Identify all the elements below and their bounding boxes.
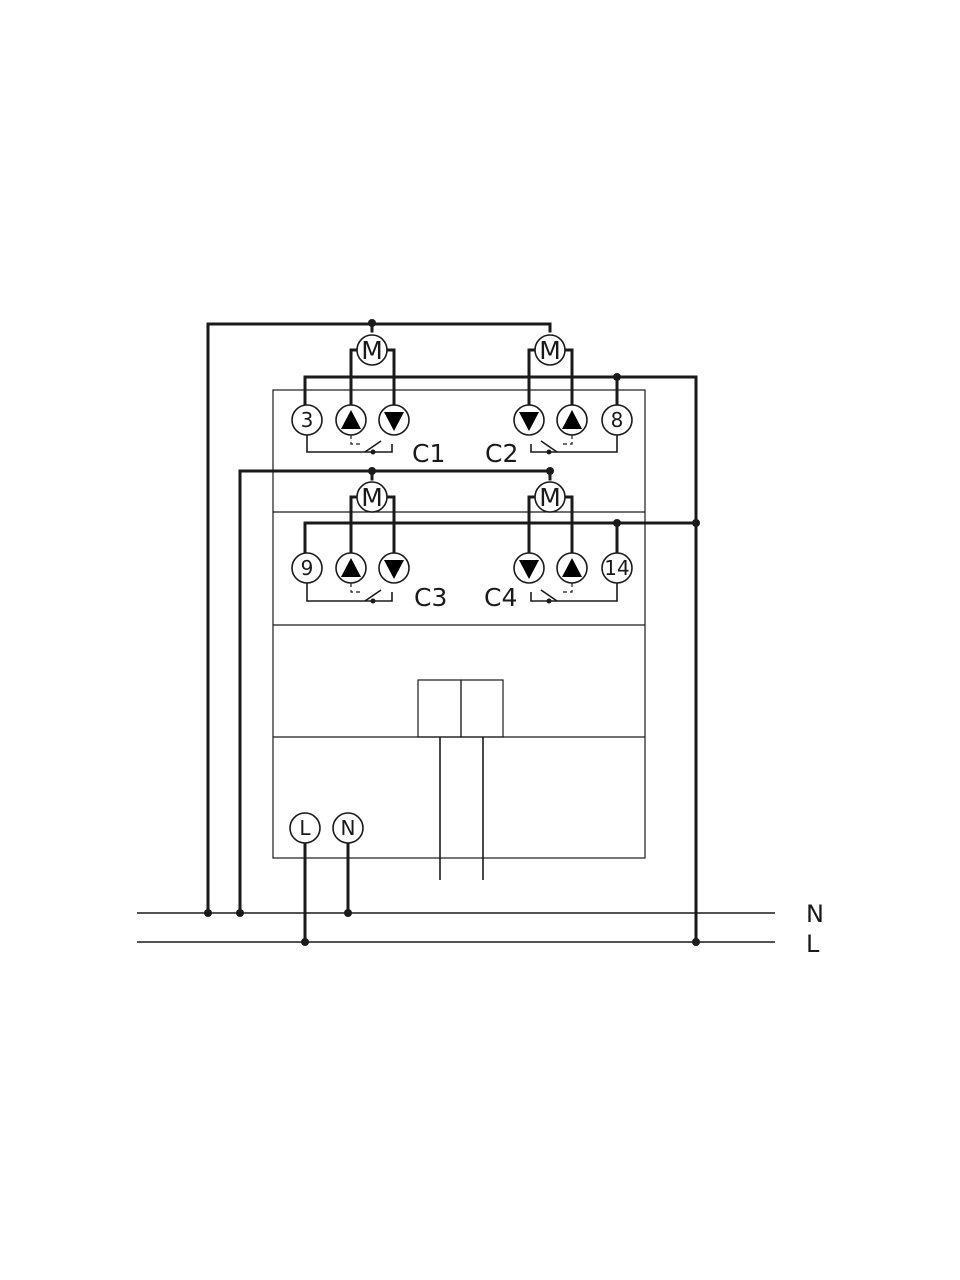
motor-c4-icon bbox=[534, 481, 566, 513]
supply-neutral-label: N bbox=[806, 900, 824, 928]
channel-c4: M 14 C4 bbox=[484, 481, 633, 612]
terminal-l bbox=[289, 812, 321, 844]
channel-c1-label: C1 bbox=[412, 439, 445, 468]
motor-c1-label: M bbox=[361, 336, 383, 365]
junction-dots bbox=[204, 319, 700, 946]
channel-c3: M 9 C3 bbox=[291, 481, 447, 612]
bus-connector bbox=[417, 679, 504, 880]
terminal-n-label: N bbox=[341, 816, 356, 840]
motor-c1-icon bbox=[356, 334, 388, 366]
supply-live-label: L bbox=[806, 930, 820, 958]
motor-c2-icon bbox=[534, 334, 566, 366]
terminal-9-label: 9 bbox=[301, 556, 314, 580]
channel-c1: M 3 C1 bbox=[291, 334, 445, 468]
motor-c4-label: M bbox=[539, 483, 561, 512]
channel-c4-label: C4 bbox=[484, 583, 517, 612]
terminal-n bbox=[332, 812, 364, 844]
terminal-l-label: L bbox=[299, 816, 311, 840]
motor-c3-label: M bbox=[361, 483, 383, 512]
terminal-8-label: 8 bbox=[611, 408, 624, 432]
power-terminals: L N bbox=[289, 812, 364, 844]
supply-lines bbox=[137, 912, 775, 943]
channel-c2: M 8 C2 bbox=[485, 334, 633, 468]
channel-c2-label: C2 bbox=[485, 439, 518, 468]
device-housing bbox=[272, 389, 646, 859]
motor-c3-icon bbox=[356, 481, 388, 513]
terminal-14-label: 14 bbox=[604, 556, 629, 580]
motor-c2-label: M bbox=[539, 336, 561, 365]
channel-c3-label: C3 bbox=[414, 583, 447, 612]
terminal-3-label: 3 bbox=[301, 408, 314, 432]
